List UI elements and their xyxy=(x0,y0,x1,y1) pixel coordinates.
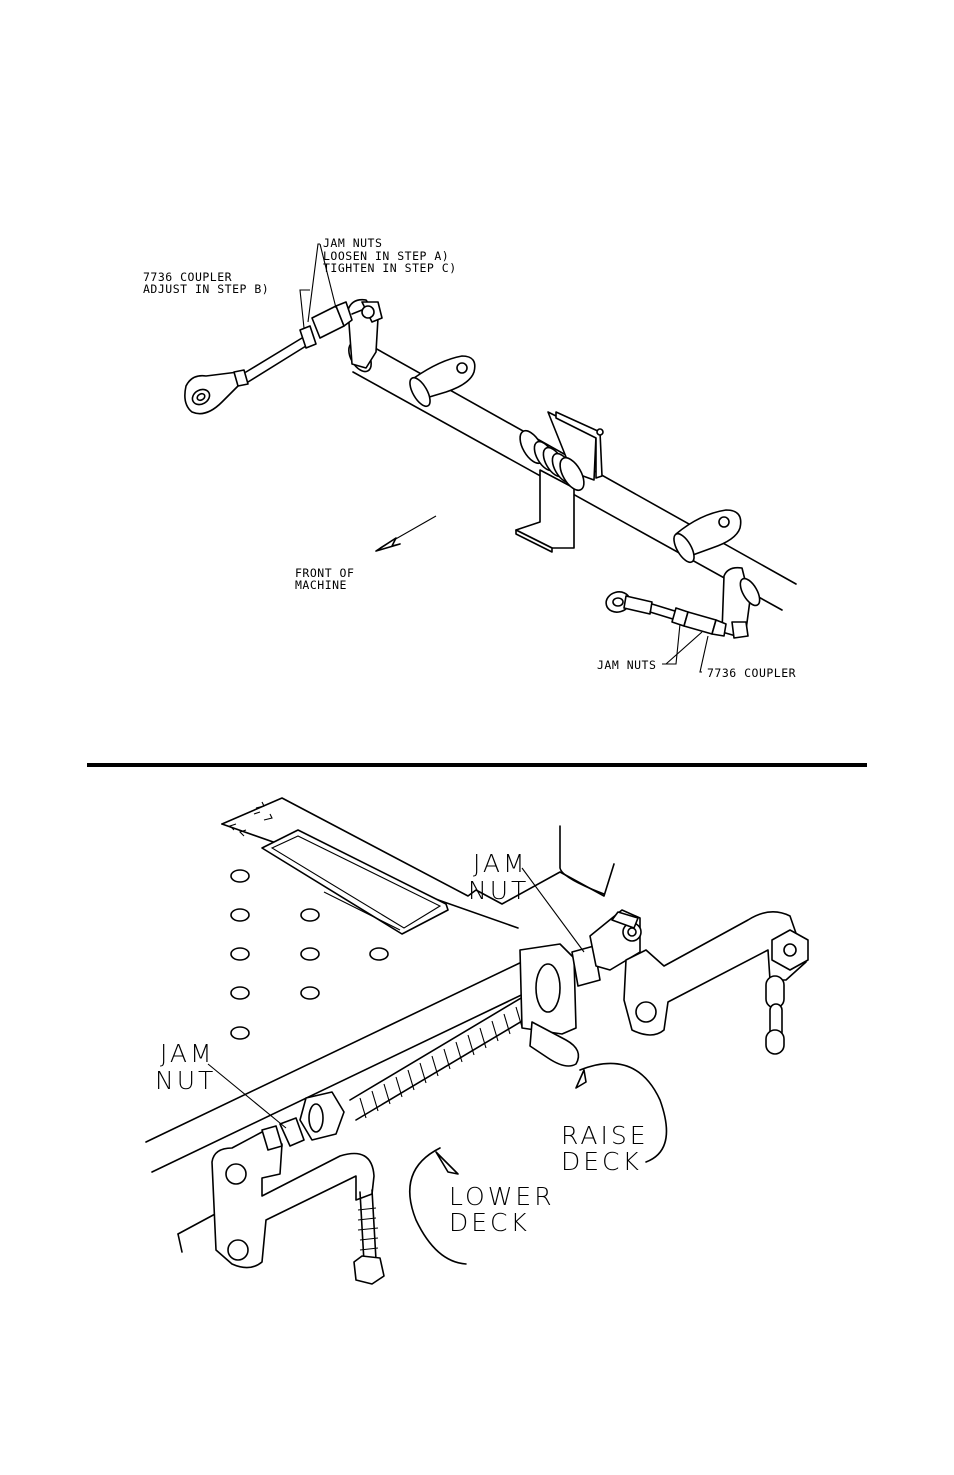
jam-nuts-step-c: TIGHTEN IN STEP C) xyxy=(323,261,457,275)
raise-deck-line2: DECK xyxy=(561,1147,642,1176)
leader-lines-bottom xyxy=(207,867,585,1129)
lower-deck-line2: DECK xyxy=(449,1208,530,1237)
right-bracket xyxy=(519,909,642,1067)
left-jam-nut-line1: JAM xyxy=(160,1039,215,1068)
front-label-line2: MACHINE xyxy=(295,578,347,592)
left-jam-nut-line2: NUT xyxy=(155,1066,216,1095)
coupler-title: 7736 COUPLER xyxy=(143,270,232,284)
middle-arm xyxy=(409,355,476,408)
coupler-step-b: ADJUST IN STEP B) xyxy=(143,282,269,296)
upper-jam-nut-line1: JAM xyxy=(473,849,528,878)
front-arrow xyxy=(375,515,437,552)
jam-nuts-lower-label: JAM NUTS xyxy=(597,658,656,672)
arrow-icons xyxy=(228,801,273,837)
coupler-lower-label: 7736 COUPLER xyxy=(707,666,796,680)
raise-deck-line1: RAISE xyxy=(561,1121,649,1150)
section-divider xyxy=(87,763,867,767)
lower-rod-assembly xyxy=(605,591,727,637)
chain xyxy=(765,975,785,1055)
left-linkage-plate xyxy=(211,1125,375,1269)
bottom-deck-diagram: JAM NUT JAM NUT RAISE DECK LOWER DECK xyxy=(145,797,809,1285)
raise-deck-arrow xyxy=(575,1062,668,1163)
upper-arm-plate xyxy=(347,298,383,369)
lower-deck-line1: LOWER xyxy=(449,1182,555,1211)
deck-holes xyxy=(230,869,389,1040)
lower-bolt xyxy=(353,1189,385,1285)
jam-nuts-title: JAM NUTS xyxy=(323,236,382,250)
leader-lines-top xyxy=(299,243,709,673)
adjustment-spring xyxy=(349,981,555,1121)
upper-jam-nut-line2: NUT xyxy=(468,876,529,905)
lower-arm-plate xyxy=(721,566,761,639)
front-label-line1: FRONT OF xyxy=(295,566,354,580)
upper-rod-assembly xyxy=(184,301,363,415)
decal-rectangle xyxy=(261,829,449,935)
jam-nuts-step-a: LOOSEN IN STEP A) xyxy=(323,249,449,263)
center-spring-bracket xyxy=(515,411,604,553)
left-coupler xyxy=(279,1091,345,1147)
right-arm xyxy=(673,509,742,564)
top-linkage-diagram: JAM NUTS LOOSEN IN STEP A) TIGHTEN IN ST… xyxy=(143,236,797,680)
lower-deck-arrow xyxy=(408,1147,467,1265)
